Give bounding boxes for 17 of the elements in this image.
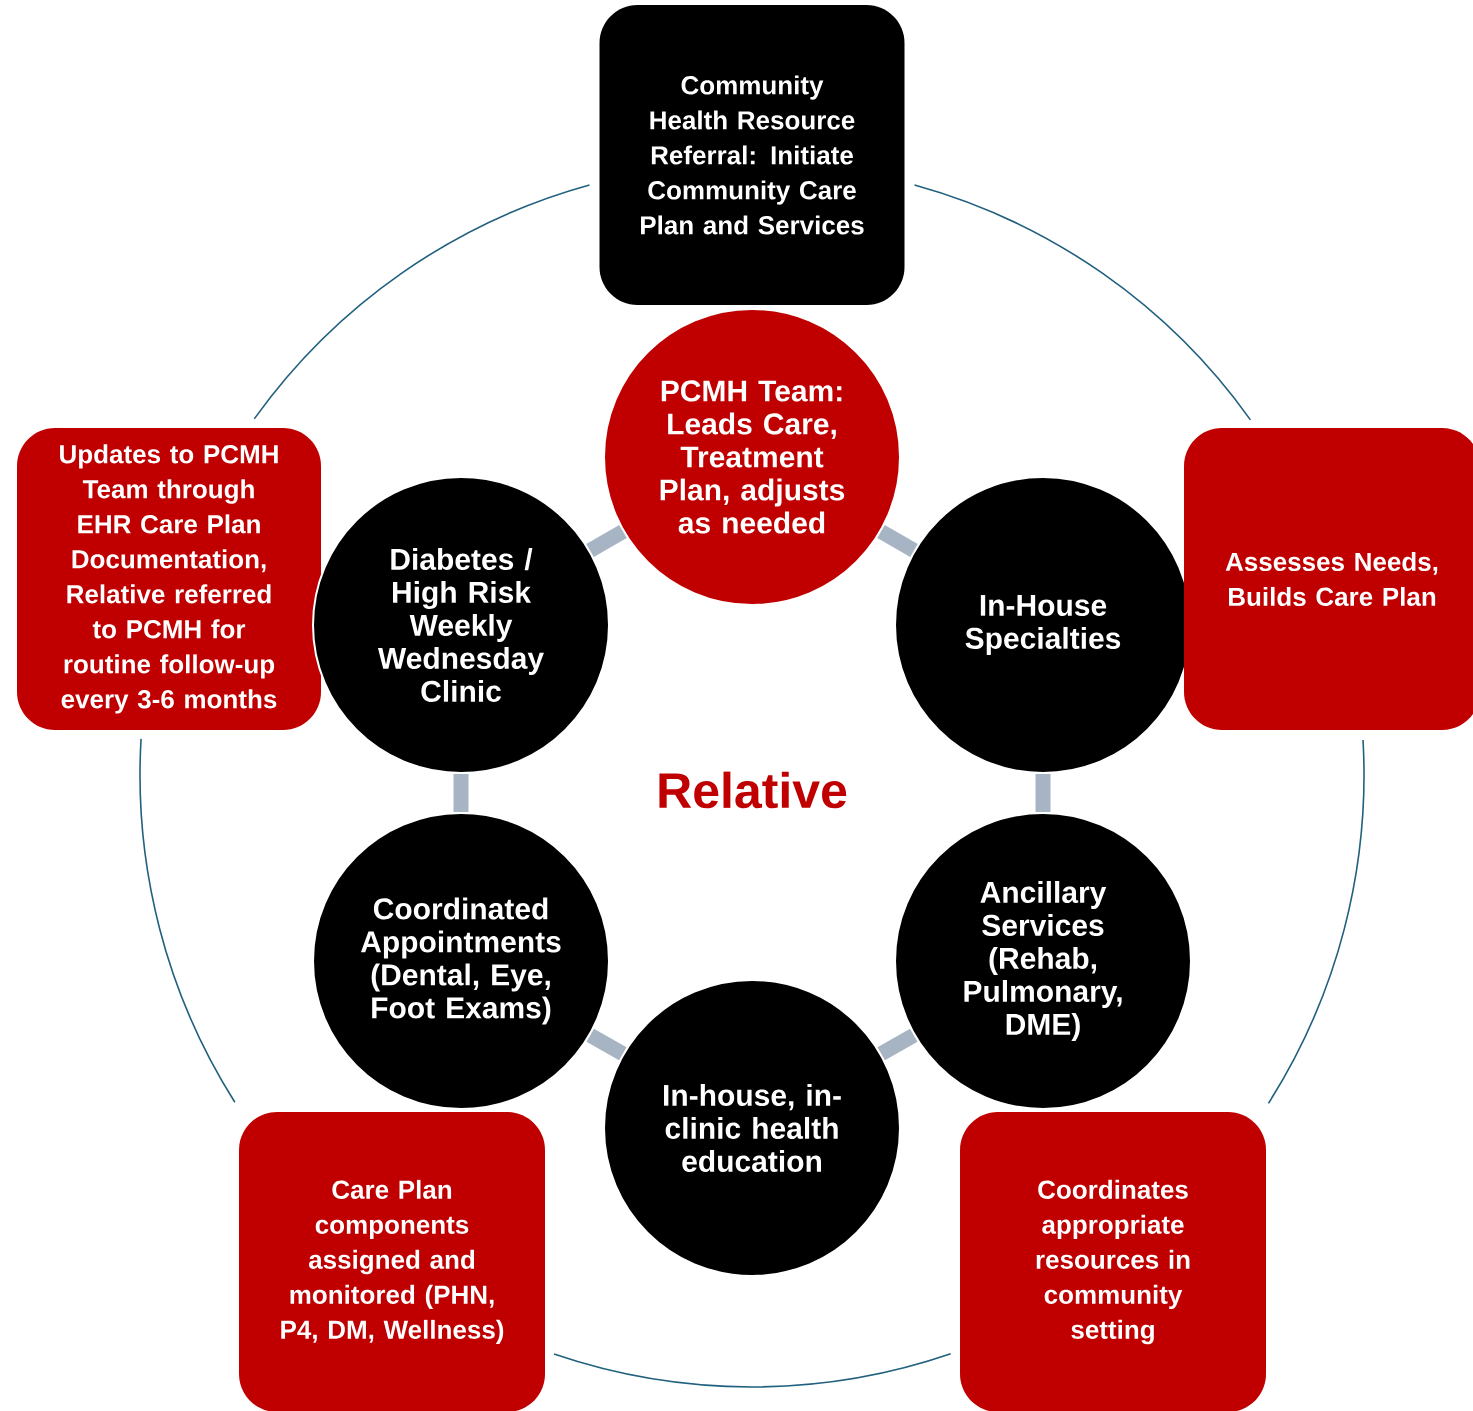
connector — [586, 1028, 627, 1061]
connector — [1267, 739, 1365, 1105]
center-label: Relative — [659, 771, 847, 809]
connector — [877, 524, 918, 557]
process-box: Community Health Resource Referral: Initiate Community Care Plan and Services — [599, 5, 905, 305]
process-box: Assesses Needs, Builds Care Plan — [1184, 428, 1473, 730]
connector — [913, 184, 1252, 421]
connector — [253, 184, 591, 420]
process-box: Coordinates appropriate resources in community setting — [960, 1112, 1266, 1411]
connector — [139, 738, 236, 1104]
process-box: Care Plan components assigned and monitored (PHN, P4, DM, Wellness) — [239, 1112, 545, 1411]
connector — [453, 774, 469, 812]
process-box: Updates to PCMH Team through EHR Care Plan Documentation, Relative referred to PCMH for routine follow-up every 3-6 months — [17, 428, 321, 730]
connector — [553, 1353, 952, 1388]
connector — [1035, 774, 1051, 812]
connector — [586, 525, 627, 557]
connector — [877, 1028, 918, 1061]
